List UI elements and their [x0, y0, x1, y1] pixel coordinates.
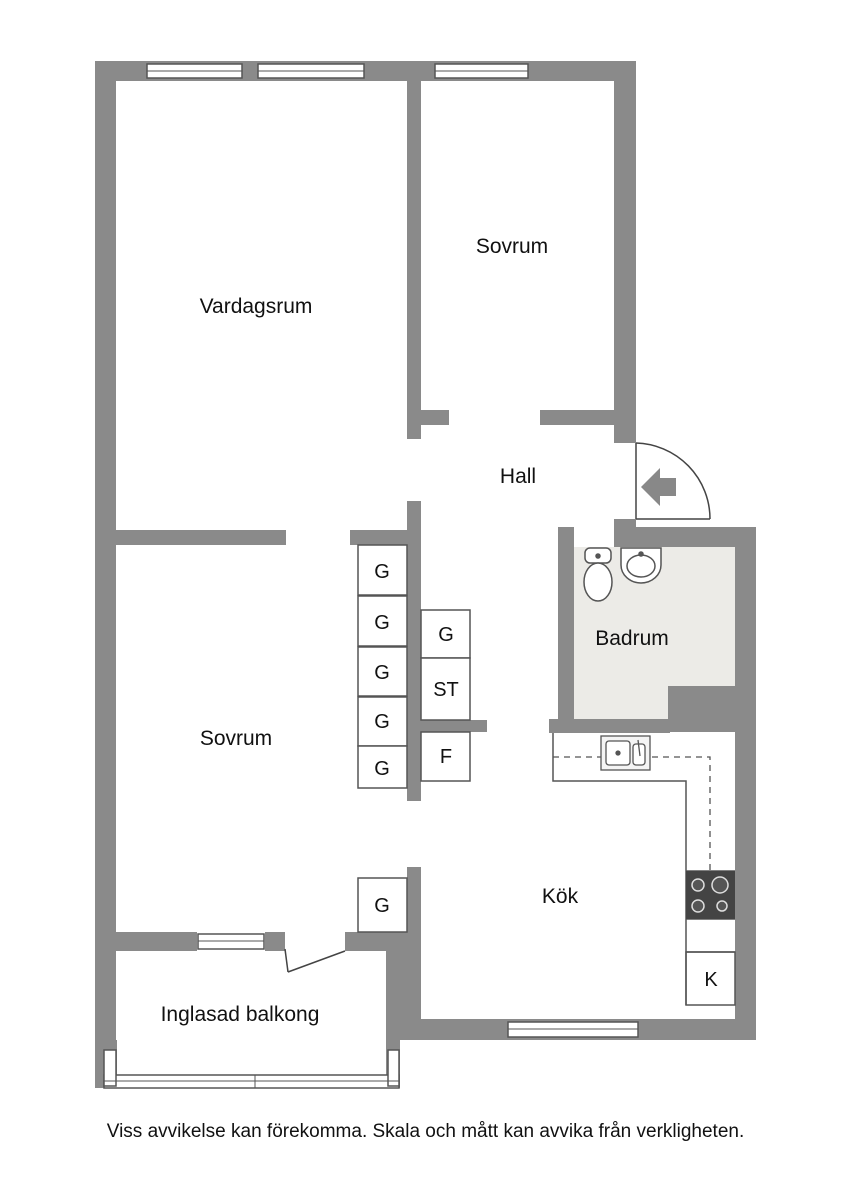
closet-label: ST [433, 679, 459, 701]
room-label-hall: Hall [500, 465, 536, 488]
closet-g3 [357, 646, 408, 697]
closet-g1 [357, 544, 408, 596]
closet-label: G [374, 758, 390, 780]
upper-cabinets [553, 756, 711, 871]
stove-icon [686, 871, 735, 919]
closet-g4 [357, 696, 408, 747]
entrance-arrow-icon [641, 468, 676, 506]
toilet-icon [583, 547, 613, 602]
closet-label: G [374, 612, 390, 634]
entrance-door [635, 442, 711, 520]
closet-g5 [357, 745, 408, 789]
closet-g7 [357, 877, 408, 933]
window [103, 1049, 117, 1087]
room-label-bedroom-bottom: Sovrum [200, 727, 272, 750]
room-label-bedroom-top: Sovrum [476, 235, 548, 258]
room-label-bathroom: Badrum [595, 627, 669, 650]
closet-st [420, 657, 471, 721]
room-label-kitchen: Kök [542, 885, 579, 908]
sink-icon [620, 547, 662, 584]
closet-f [420, 731, 471, 782]
closet-label: F [440, 746, 452, 768]
closet-label: G [374, 561, 390, 583]
disclaimer-text: Viss avvikelse kan förekomma. Skala och … [106, 1121, 745, 1142]
bathroom-floor [574, 547, 735, 719]
closet-label: G [374, 711, 390, 733]
balcony-door [284, 948, 346, 973]
closet-label: G [374, 895, 390, 917]
window [387, 1049, 400, 1087]
closet-label: G [374, 662, 390, 684]
closet-g2 [357, 595, 408, 647]
room-label-living-room: Vardagsrum [200, 295, 313, 318]
kitchen-sink-icon [600, 735, 651, 771]
floor-plan: Vardagsrum Sovrum Hall Badrum Sovrum Kök… [95, 61, 756, 1089]
room-label-balcony: Inglasad balkong [161, 1003, 320, 1026]
closet-label: K [704, 969, 718, 991]
closet-label: G [438, 624, 454, 646]
